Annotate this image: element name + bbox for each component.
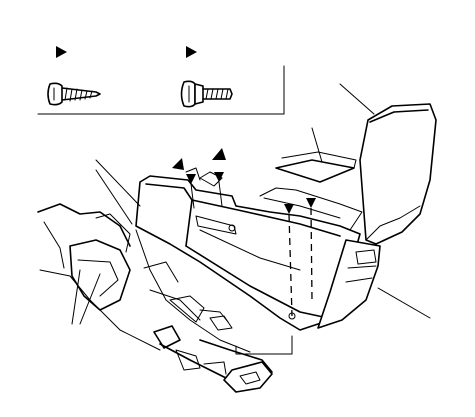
fastener-legend — [37, 46, 285, 115]
screw-marker — [186, 174, 196, 184]
console-tray-plate — [275, 159, 355, 183]
leader-rear-panel — [377, 287, 431, 319]
tapping-screw-icon — [47, 82, 101, 106]
screw-marker — [306, 198, 316, 208]
leader-tray — [311, 127, 323, 163]
triangle-marker — [56, 46, 67, 58]
screw-marker — [172, 158, 184, 170]
leader-clip-2 — [79, 273, 101, 325]
leader-side-trim-2 — [95, 169, 133, 225]
leader-clip-1 — [71, 269, 81, 325]
screw-marker — [212, 148, 226, 160]
leader-side-trim-1 — [95, 159, 141, 207]
screw-marker — [214, 172, 224, 182]
front-bracket — [153, 325, 273, 393]
screw-location-markers — [172, 148, 316, 317]
screw-marker — [284, 204, 294, 214]
armrest-lid — [359, 103, 437, 245]
floor-tunnel — [37, 203, 251, 353]
flange-bolt-icon — [180, 80, 233, 108]
center-console — [135, 103, 437, 331]
leader-bottom-bracket — [235, 335, 293, 355]
callout-leaders — [71, 83, 431, 355]
triangle-marker — [186, 46, 197, 58]
leader-armrest — [339, 83, 375, 115]
